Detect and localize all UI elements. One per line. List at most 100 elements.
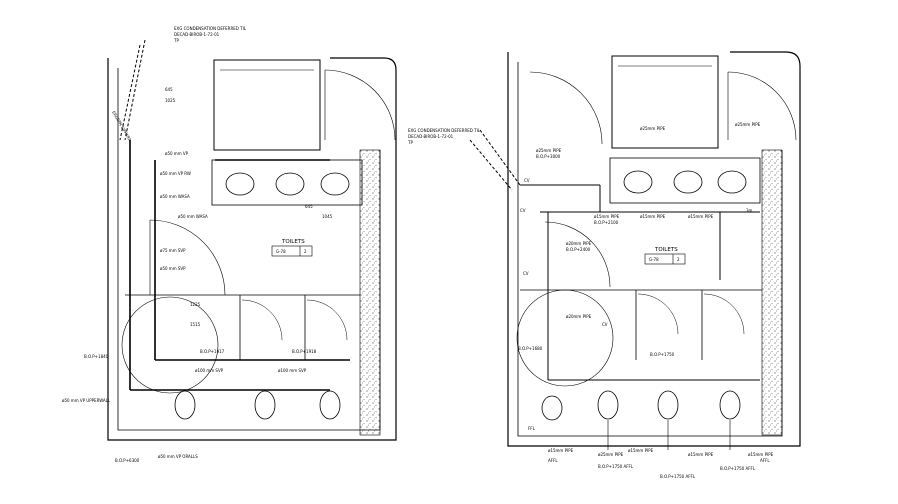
left-plan-pipe-label-1: ø50 mm VP (165, 151, 189, 156)
right-plan-cv-2: CV (520, 208, 526, 213)
right-plan: TOILETS G-78 2 EXG CONDENSATION DEFERRED… (407, 51, 801, 479)
right-plan-footer-label-3: ø15mm PIPE (628, 448, 654, 453)
right-plan-turning-circle (516, 289, 614, 387)
right-plan-pipe-label-1: ø25mm PIPE (536, 148, 562, 153)
left-plan-level-3: B.O.P+1918 (292, 349, 317, 354)
left-plan-footer-label-2: ø50 mm VP ORALLS (158, 454, 198, 459)
left-plan-pipe-label-2: ø50 mm VP RW (160, 171, 191, 176)
left-plan-dim-3: 1045 (322, 214, 333, 219)
right-plan-pipe-label-6: ø15mm PIPE (688, 214, 714, 219)
right-plan-pipe-label-4: ø15mm PIPE (594, 214, 620, 219)
right-plan-door-arc-mid (544, 221, 611, 288)
right-plan-level-1: B.O.P+3000 (536, 154, 561, 159)
left-plan-dim-5: 1515 (190, 322, 201, 327)
left-plan: TOILETS G-78 2 EXG CONDENSATION DEFERRED… (62, 26, 397, 463)
right-plan-door-arc-top (727, 71, 797, 141)
right-plan-hatched-wall (761, 149, 783, 436)
right-plan-toilet-2 (657, 390, 679, 420)
right-plan-level-5: B.O.P+1750 (650, 352, 675, 357)
left-plan-level-2: B.O.P+1917 (200, 349, 225, 354)
right-plan-basin-2 (673, 170, 703, 194)
left-plan-room-code: G-78 (276, 249, 286, 254)
right-plan-room-name: TOILETS (654, 247, 678, 253)
right-plan-basin-1 (623, 170, 653, 194)
right-plan-header-note-2: DECAD-BIROB-1-72-01 (408, 134, 454, 139)
right-plan-basin-accessible (541, 395, 563, 421)
right-plan-header-note-3: TP (407, 140, 413, 145)
right-plan-footer-label-7: B.O.P+1750 AFFL (660, 474, 696, 479)
left-plan-door-arc-mid (149, 219, 226, 296)
left-plan-hatched-wall (359, 149, 381, 436)
right-plan-footer-label-6: B.O.P+1750 AFFL (598, 464, 634, 469)
right-plan-pipe-label-5: ø15mm PIPE (640, 214, 666, 219)
right-plan-footer-label-2: ø25mm PIPE (598, 452, 624, 457)
right-plan-vanity (609, 157, 761, 204)
left-plan-dim-2: 1025 (165, 98, 176, 103)
left-plan-pipe-label-6: ø50 mm SVP (160, 266, 186, 271)
left-plan-level-1: B.O.P+1840 (84, 354, 109, 359)
left-plan-pipe-label-5: ø75 mm SVP (160, 248, 186, 253)
left-plan-room-box (271, 245, 313, 257)
left-plan-inner-wall (117, 68, 381, 431)
right-plan-level-2: B.O.P+2100 (594, 220, 619, 225)
right-plan-pipe-label-7: ø20mm PIPE (566, 241, 592, 246)
right-plan-footer-label-1: ø15mm PIPE (548, 448, 574, 453)
right-plan-outer-wall (507, 51, 801, 447)
right-plan-footer-label-5: ø15mm PIPE (748, 452, 774, 457)
left-plan-door-arc-top (324, 69, 396, 141)
left-plan-outer-wall (107, 57, 397, 441)
left-plan-basin-1 (225, 172, 255, 196)
left-plan-pipe-riser (119, 39, 146, 141)
left-plan-room-tag: 2 (304, 249, 307, 254)
right-plan-cv-3: CV (523, 271, 529, 276)
right-plan-toilet-3 (719, 390, 741, 420)
left-plan-main-pipe-label: ERGEPN EIPFXRA (111, 110, 133, 142)
right-plan-cubicle-walls (520, 289, 762, 360)
right-plan-cv-4: CV (602, 322, 608, 327)
right-plan-footer-label-9: AFFL (548, 458, 558, 463)
left-plan-header-note-2: DECAD-BIROB-1-72-01 (174, 32, 220, 37)
right-plan-footer-label-4: ø15mm PIPE (688, 452, 714, 457)
left-plan-footer-label-3: B.O.P+6300 (115, 458, 140, 463)
right-plan-toilet-1 (597, 390, 619, 420)
left-plan-header-note-1: EXG CONDENSATION DEFERRED TIL (174, 26, 247, 31)
right-plan-pipe-label-8: ø20mm PIPE (566, 314, 592, 319)
left-plan-vanity (211, 159, 363, 206)
right-plan-level-3: B.O.P+2400 (566, 247, 591, 252)
left-plan-basin-2 (275, 172, 305, 196)
left-plan-turning-circle (121, 296, 219, 394)
right-plan-level-4: B.O.P+1680 (518, 346, 543, 351)
left-plan-header-note-3: TP (173, 38, 179, 43)
right-plan-door-arc-left (529, 71, 603, 145)
right-plan-footer-label-10: AFFL (760, 458, 770, 463)
left-plan-shaft-box (213, 59, 321, 151)
right-plan-cubicle-doors (637, 293, 745, 335)
right-plan-level-6: FFL (528, 426, 536, 431)
right-plan-footer-label-8: B.O.P+1750 AFFL (720, 466, 756, 471)
right-plan-room-box (644, 253, 686, 265)
right-plan-pipe-label-2: ø25mm PIPE (640, 126, 666, 131)
right-plan-header-note-1: EXG CONDENSATION DEFERRED TIL (408, 128, 481, 133)
left-plan-cubicle-walls (125, 294, 360, 360)
left-plan-pipe-label-7: ø100 mm SVP (195, 368, 224, 373)
left-plan-toilet-2 (254, 390, 276, 420)
left-plan-basin-3 (320, 172, 350, 196)
left-plan-dim-6: 645 (305, 204, 313, 209)
right-plan-drop-lines (607, 420, 731, 450)
right-plan-dim-1: 3m (746, 208, 753, 213)
left-plan-pipe-label-4: ø50 mm WASA (178, 214, 208, 219)
right-plan-shaft-box (611, 55, 719, 149)
left-plan-cubicle-doors (241, 299, 348, 341)
right-plan-basin-3 (717, 170, 747, 194)
left-plan-toilet-1 (174, 390, 196, 420)
right-plan-water-pipes (520, 184, 760, 381)
left-plan-dim-4: 1225 (190, 302, 201, 307)
right-plan-room-code: G-78 (649, 257, 659, 262)
left-plan-drainage-pipes (129, 140, 350, 391)
left-plan-toilet-3 (319, 390, 341, 420)
right-plan-cv-1: CV (524, 178, 530, 183)
left-plan-pipe-label-3: ø50 mm WASA (160, 194, 190, 199)
left-plan-pipe-label-8: ø100 mm SVP (278, 368, 307, 373)
